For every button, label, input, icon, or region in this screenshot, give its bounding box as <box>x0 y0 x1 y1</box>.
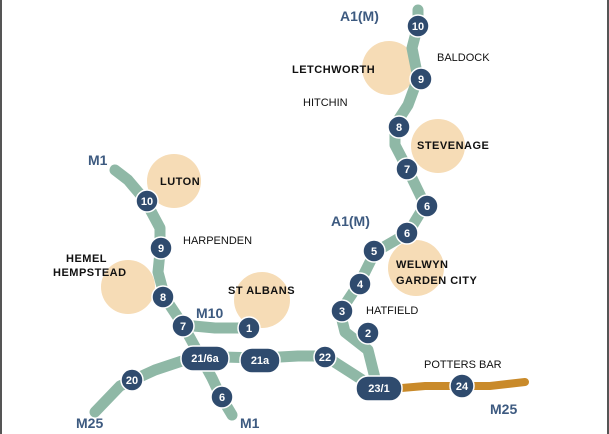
m25-junction-21-6a <box>180 345 230 372</box>
a1m-mid-label: A1(M) <box>331 213 370 229</box>
a1m-junction-4-label: 4 <box>357 279 364 291</box>
luton-circle <box>147 154 201 208</box>
a1m-junction-6-lower-label: 6 <box>404 228 410 240</box>
a1m-junction-6-upper-label: 6 <box>424 201 430 213</box>
m1-junction-9 <box>149 236 173 260</box>
m1-junction-7 <box>171 314 195 338</box>
hemel-label: HEMEL <box>66 253 107 265</box>
a1m-junction-9 <box>409 67 433 91</box>
town-circles <box>101 41 465 328</box>
a1m-junction-7-label: 7 <box>404 164 410 176</box>
harpenden-label: HARPENDEN <box>183 235 252 247</box>
m25-junction-24 <box>449 373 475 399</box>
potters-bar-label: POTTERS BAR <box>424 359 502 371</box>
m1-junction-7-label: 7 <box>180 321 186 333</box>
a1m-junction-8-label: 8 <box>396 122 402 134</box>
a1m-junction-10 <box>406 14 430 38</box>
a1m-junction-3 <box>330 299 354 323</box>
a1m-junction-6-upper <box>415 194 439 218</box>
m1-bottom-label: M1 <box>240 415 260 431</box>
stevenage-circle <box>411 119 465 173</box>
m25-junction-21a-label: 21a <box>251 355 270 367</box>
stevenage-label: STEVENAGE <box>417 140 489 152</box>
st-albans-label: ST ALBANS <box>228 285 295 297</box>
m25-left-label: M25 <box>76 415 103 431</box>
m25-junction-20 <box>120 368 144 392</box>
welwyn-garden-city-circle <box>388 240 444 296</box>
m10-junction-1-label: 1 <box>246 323 252 335</box>
m25-right-label: M25 <box>490 401 517 417</box>
m25-junction-21a <box>239 347 281 374</box>
m25-junction-22-label: 22 <box>319 352 331 364</box>
a1m-junction-2-label: 2 <box>365 328 371 340</box>
m1-junction-8-label: 8 <box>160 292 166 304</box>
letchworth-circle <box>362 41 416 95</box>
m1-junction-8 <box>151 285 175 309</box>
letchworth-label: LETCHWORTH <box>292 64 375 76</box>
a1m-junction-2 <box>356 321 380 345</box>
m1-top-label: M1 <box>88 152 108 168</box>
garden-city-label: GARDEN CITY <box>396 275 477 287</box>
m10-label: M10 <box>196 305 223 321</box>
m1-junction-10-label: 10 <box>141 196 153 208</box>
hatfield-label: HATFIELD <box>366 305 418 317</box>
m25-junction-21-6a-label: 21/6a <box>191 353 219 365</box>
a1m-junction-4 <box>348 272 372 296</box>
a1m-junction-10-label: 10 <box>412 21 424 33</box>
a1m-junction-5 <box>362 239 386 263</box>
m25-junction-22 <box>313 345 337 369</box>
m25-junction-23-1 <box>355 375 403 402</box>
hempstead-label: HEMPSTEAD <box>53 267 127 279</box>
m25-junction-23-1-label: 23/1 <box>368 383 389 395</box>
junction-markers <box>120 14 475 409</box>
baldock-label: BALDOCK <box>437 52 490 64</box>
st-albans-circle <box>234 272 290 328</box>
a1m-junction-8 <box>387 115 411 139</box>
hemel-hempstead-circle <box>101 260 155 314</box>
a1m-junction-9-label: 9 <box>418 74 424 86</box>
welwyn-label: WELWYN <box>396 259 449 271</box>
m1-junction-6-label: 6 <box>219 392 225 404</box>
a1m-junction-5-label: 5 <box>371 246 377 258</box>
m25-junction-20-label: 20 <box>126 375 138 387</box>
m25-junction-24-label: 24 <box>456 381 469 393</box>
luton-label: LUTON <box>160 176 200 188</box>
m1-junction-10 <box>135 189 159 213</box>
m1-junction-6 <box>210 385 234 409</box>
junction-labels: 10 9 8 7 6 6 5 4 3 2 10 9 8 7 6 1 20 22 … <box>126 21 469 404</box>
a1m-top-label: A1(M) <box>340 8 379 24</box>
a1m-junction-7 <box>395 157 419 181</box>
m10-junction-1 <box>237 316 261 340</box>
a1m-junction-3-label: 3 <box>339 306 345 318</box>
m1-junction-9-label: 9 <box>158 243 164 255</box>
a1m-junction-6-lower <box>395 221 419 245</box>
hitchin-label: HITCHIN <box>303 97 348 109</box>
